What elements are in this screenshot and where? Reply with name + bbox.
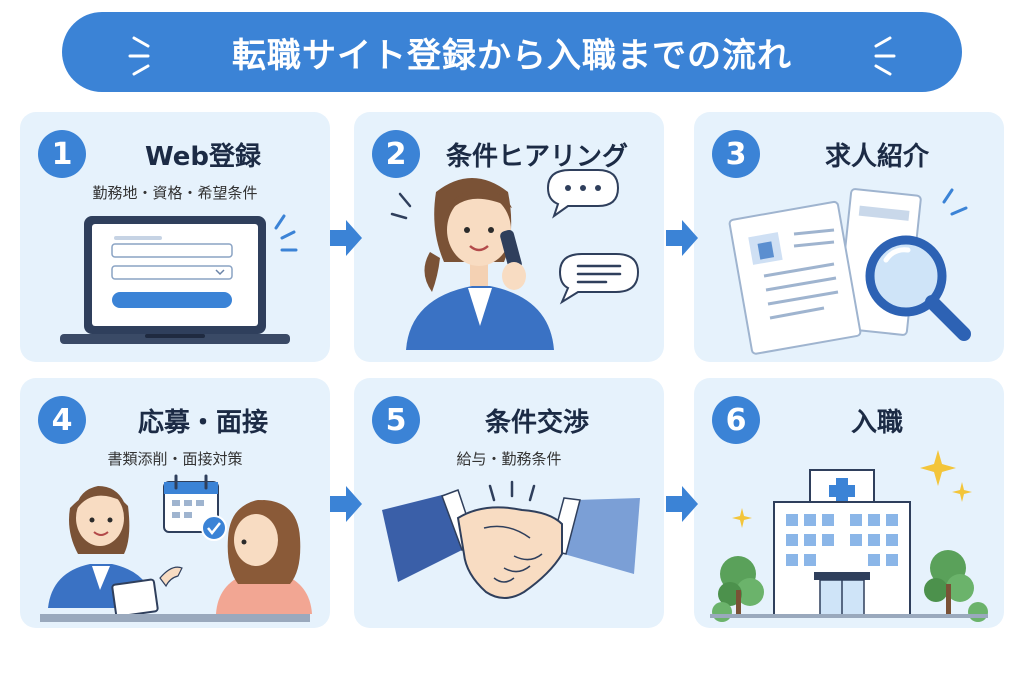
sparkle-lines-icon — [128, 36, 150, 76]
step-subtitle: 書類添削・面接対策 — [107, 450, 243, 468]
step-card-3: 3 求人紹介 — [694, 112, 1004, 362]
step-card-5: 5 条件交渉 給与・勤務条件 — [354, 378, 664, 628]
step-number: 3 — [712, 130, 760, 178]
arrow-right-icon — [330, 220, 362, 256]
step-title: 入職 — [850, 408, 903, 438]
step-title: 条件ヒアリング — [445, 142, 628, 172]
step-number: 1 — [38, 130, 86, 178]
interview-icon — [40, 474, 312, 622]
step-card-2: 2 条件ヒアリング — [354, 112, 664, 362]
step-number: 6 — [712, 396, 760, 444]
step-subtitle: 給与・勤務条件 — [456, 450, 562, 468]
step-card-1: 1 Web登録 勤務地・資格・希望条件 — [20, 112, 330, 362]
hospital-icon — [710, 450, 988, 622]
step-card-4: 4 応募・面接 書類添削・面接対策 — [20, 378, 330, 628]
arrow-right-icon — [666, 486, 698, 522]
laptop-form-icon — [60, 214, 298, 344]
arrow-right-icon — [330, 486, 362, 522]
step-subtitle: 勤務地・資格・希望条件 — [92, 184, 258, 202]
documents-magnifier-icon — [728, 188, 971, 355]
step-number: 4 — [38, 396, 86, 444]
page-title: 転職サイト登録から入職までの流れ — [232, 35, 792, 76]
step-number: 5 — [372, 396, 420, 444]
arrow-right-icon — [666, 220, 698, 256]
step-title: 応募・面接 — [137, 408, 268, 438]
sparkle-lines-icon — [874, 36, 896, 76]
step-title: Web登録 — [145, 142, 261, 172]
title-banner: 転職サイト登録から入職までの流れ — [62, 12, 962, 92]
step-title: 条件交渉 — [484, 408, 589, 438]
step-card-6: 6 入職 — [694, 378, 1004, 628]
phone-consultant-icon — [390, 169, 640, 350]
step-number: 2 — [372, 130, 420, 178]
handshake-icon — [382, 480, 640, 599]
step-title: 求人紹介 — [824, 142, 929, 172]
